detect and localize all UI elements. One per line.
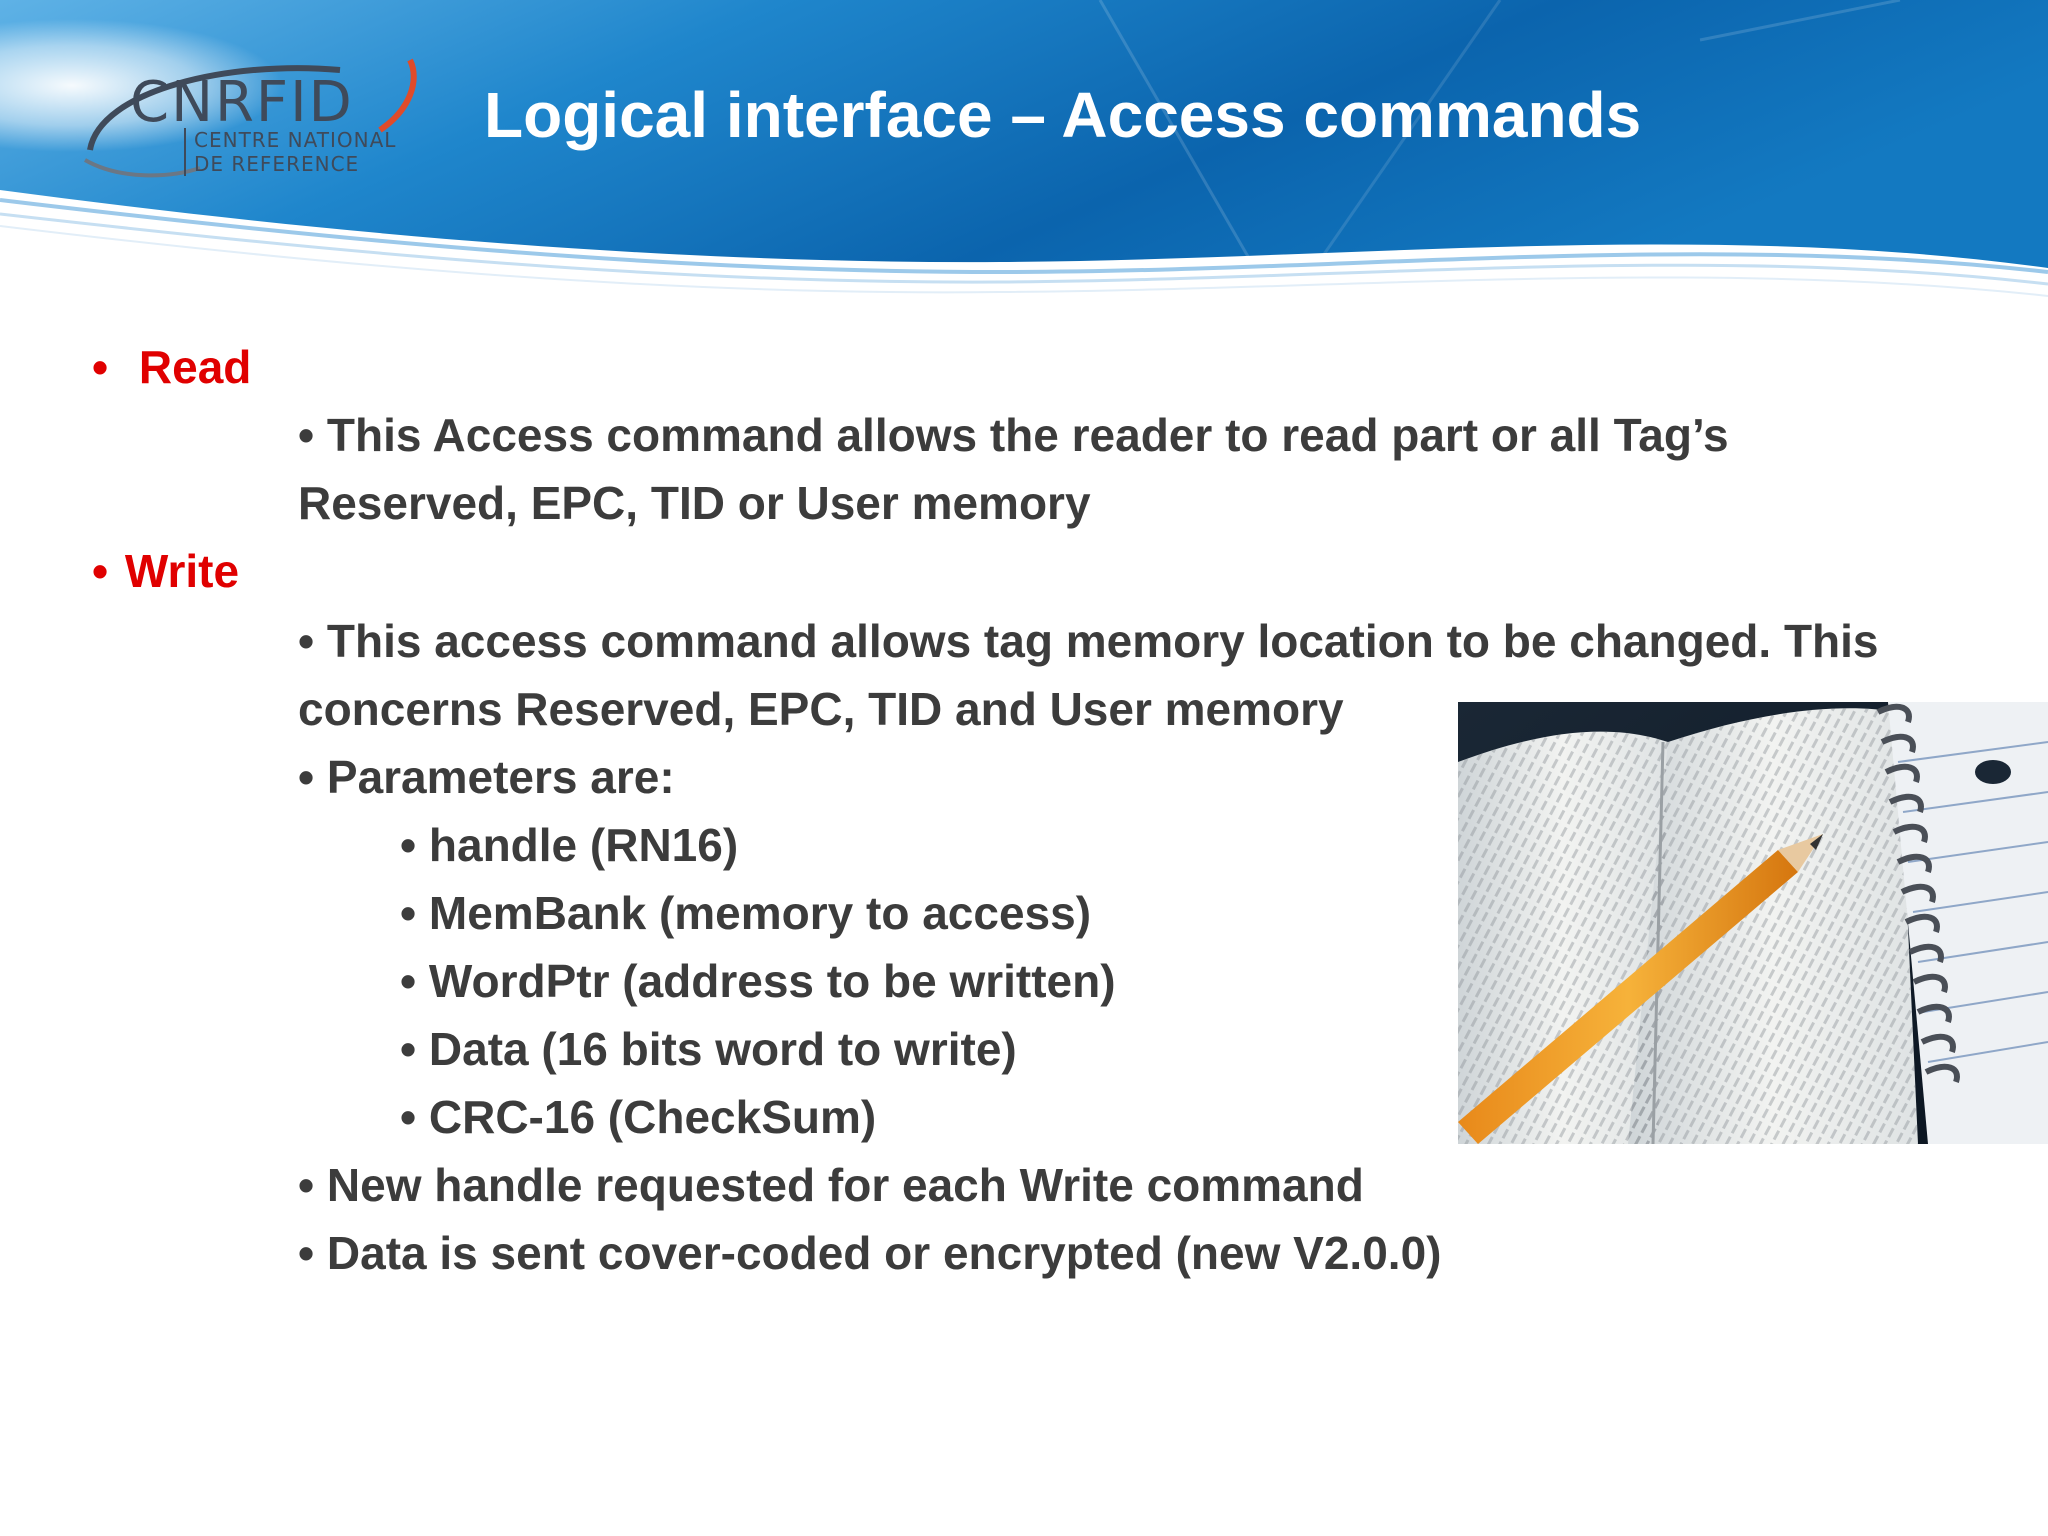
write-note-encryption: • Data is sent cover-coded or encrypted … xyxy=(298,1227,1442,1279)
logo-subtitle-line2: DE REFERENCE xyxy=(194,152,360,176)
bullet-read-label: Read xyxy=(138,341,252,393)
logo-subtitle: CENTRE NATIONAL DE REFERENCE xyxy=(184,128,396,176)
bullet-read: • Read xyxy=(92,340,251,394)
write-params-intro: • Parameters are: xyxy=(298,751,675,803)
cnrfid-logo: CNRFID CENTRE NATIONAL DE REFERENCE xyxy=(80,50,440,190)
write-note-handle: • New handle requested for each Write co… xyxy=(298,1159,1364,1211)
logo-wordmark: CNRFID xyxy=(130,70,354,135)
slide-title: Logical interface – Access commands xyxy=(484,79,1642,151)
param-item: • handle (RN16) xyxy=(400,819,739,871)
read-desc-line2: Reserved, EPC, TID or User memory xyxy=(298,477,1091,529)
dictionary-pencil-photo xyxy=(1458,702,2048,1144)
param-item: • Data (16 bits word to write) xyxy=(400,1023,1017,1075)
bullet-read-marker: • xyxy=(92,341,109,393)
write-desc-line2: concerns Reserved, EPC, TID and User mem… xyxy=(298,683,1344,735)
logo-subtitle-line1: CENTRE NATIONAL xyxy=(194,128,397,152)
param-item: • WordPtr (address to be written) xyxy=(400,955,1116,1007)
param-item: • CRC-16 (CheckSum) xyxy=(400,1091,877,1143)
header-wave-graphic xyxy=(0,0,2048,297)
bullet-write-marker: • xyxy=(92,545,109,597)
bullet-write: • Write xyxy=(92,544,239,598)
write-desc-line1: • This access command allows tag memory … xyxy=(298,615,1879,667)
bullet-write-label: Write xyxy=(124,545,240,597)
header-banner: CNRFID CENTRE NATIONAL DE REFERENCE Logi… xyxy=(0,0,2048,320)
read-desc-line1: • This Access command allows the reader … xyxy=(298,409,1729,461)
param-item: • MemBank (memory to access) xyxy=(400,887,1092,939)
